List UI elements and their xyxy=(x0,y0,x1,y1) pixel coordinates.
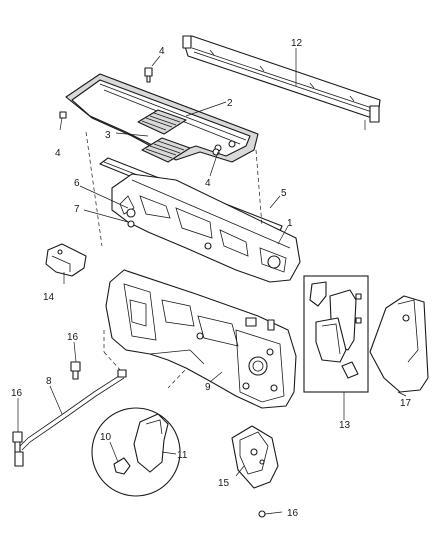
callout-labels: 1 2 3 4 4 4 5 6 7 8 9 10 11 12 13 14 15 … xyxy=(11,38,412,519)
detail-circle-10-11 xyxy=(91,407,181,497)
callout-2: 2 xyxy=(227,98,233,109)
part-16-bolt-left xyxy=(12,431,24,467)
callout-12: 12 xyxy=(291,38,303,49)
callout-16-upper: 16 xyxy=(67,332,79,343)
callout-5: 5 xyxy=(281,188,287,199)
callout-4-right: 4 xyxy=(205,178,211,189)
part-16-bolt-upper xyxy=(70,361,81,380)
callout-16-lower: 16 xyxy=(287,508,299,519)
callout-17: 17 xyxy=(400,398,412,409)
callout-6: 6 xyxy=(74,178,80,189)
callout-3: 3 xyxy=(105,130,111,141)
part-15-bracket xyxy=(231,425,279,489)
callout-13: 13 xyxy=(339,420,351,431)
callout-14: 14 xyxy=(43,292,55,303)
upper-grille xyxy=(137,109,187,135)
part-1-cowl-panel xyxy=(111,173,301,283)
leader-lines xyxy=(17,48,407,477)
part-12-cowl-top-rail xyxy=(182,35,381,130)
part-9-dash-panel xyxy=(105,269,297,409)
callout-1: 1 xyxy=(287,218,293,229)
part-2-cowl-top-panel xyxy=(65,73,259,163)
part-8-cable xyxy=(19,369,127,451)
callout-15: 15 xyxy=(218,478,230,489)
lower-grille xyxy=(141,137,191,163)
callout-10: 10 xyxy=(100,432,112,443)
callout-7: 7 xyxy=(74,204,80,215)
part-14-bracket xyxy=(45,243,87,277)
callout-11: 11 xyxy=(177,450,188,461)
part-17-side-cover xyxy=(369,295,429,393)
callout-4-left: 4 xyxy=(55,148,61,159)
callout-16-left: 16 xyxy=(11,388,23,399)
callout-9: 9 xyxy=(205,382,211,393)
part-13-subassembly-box xyxy=(303,275,369,393)
callout-4-top: 4 xyxy=(159,46,165,57)
callout-8: 8 xyxy=(46,376,52,387)
part-16-screw-lower xyxy=(258,510,283,518)
clip-6-7 xyxy=(126,208,136,228)
